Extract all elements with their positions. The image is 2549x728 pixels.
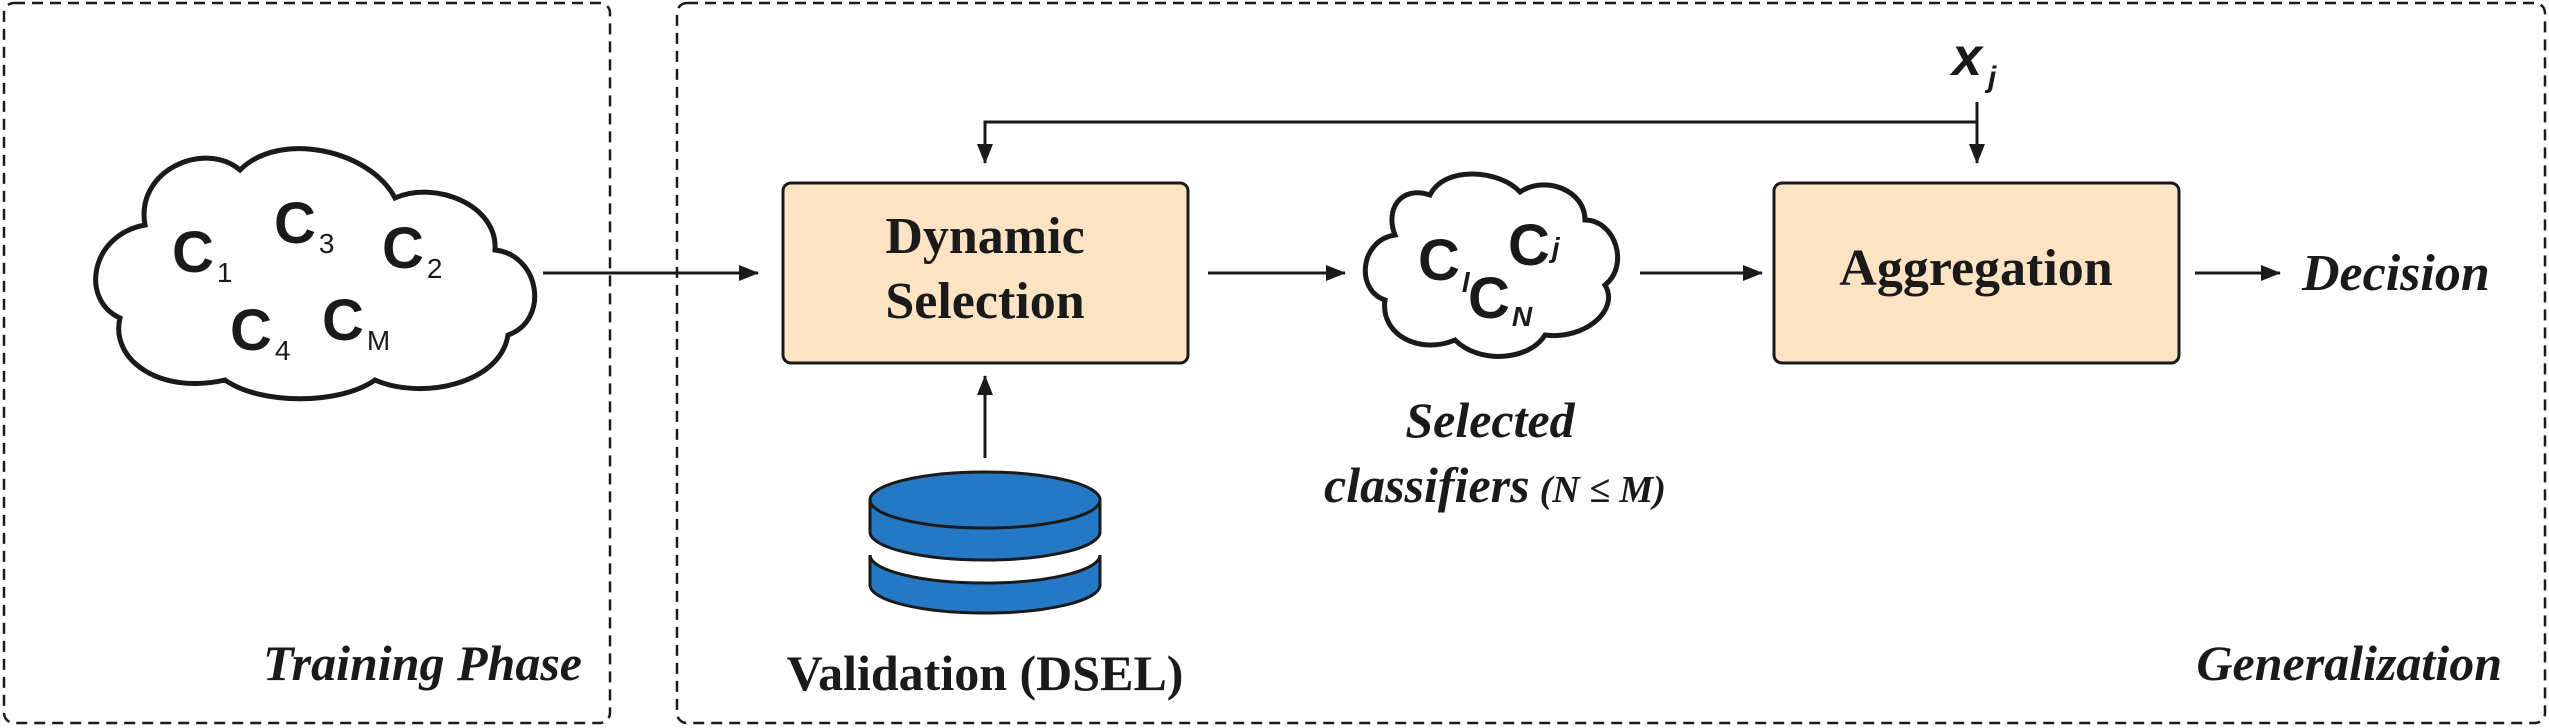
decision-label: Decision <box>2301 245 2490 302</box>
selected-classifier-cj: Cj <box>1508 213 1561 278</box>
selected-condition: (N ≤ M) <box>1540 469 1666 511</box>
generalization-panel <box>675 1 2547 725</box>
dynamic-selection-box <box>781 181 1190 365</box>
classifier-pool-cloud <box>93 146 538 402</box>
selected-classifier-cl: Cl <box>1418 228 1471 298</box>
training-phase-label: Training Phase <box>263 635 582 691</box>
selected-caption-classifiers: classifiers <box>1324 457 1530 513</box>
generalization-label: Generalization <box>2196 635 2502 691</box>
database-icon <box>868 470 1102 615</box>
aggregation-label: Aggregation <box>1839 240 2113 297</box>
selected-classifiers-cloud <box>1362 171 1621 359</box>
aggregation-box <box>1772 181 2181 365</box>
training-phase-panel <box>2 1 612 725</box>
dynamic-selection-label-line1: Dynamic <box>885 208 1084 265</box>
dynamic-selection-label-line2: Selection <box>885 273 1084 330</box>
input-branch-to-selection <box>977 120 1977 164</box>
selected-caption-line1: Selected <box>1405 392 1575 448</box>
selected-classifier-cn: CN <box>1468 266 1533 332</box>
validation-label: Validation (DSEL) <box>787 645 1184 701</box>
selected-caption-line2: classifiers(N ≤ M) <box>1324 457 1666 513</box>
